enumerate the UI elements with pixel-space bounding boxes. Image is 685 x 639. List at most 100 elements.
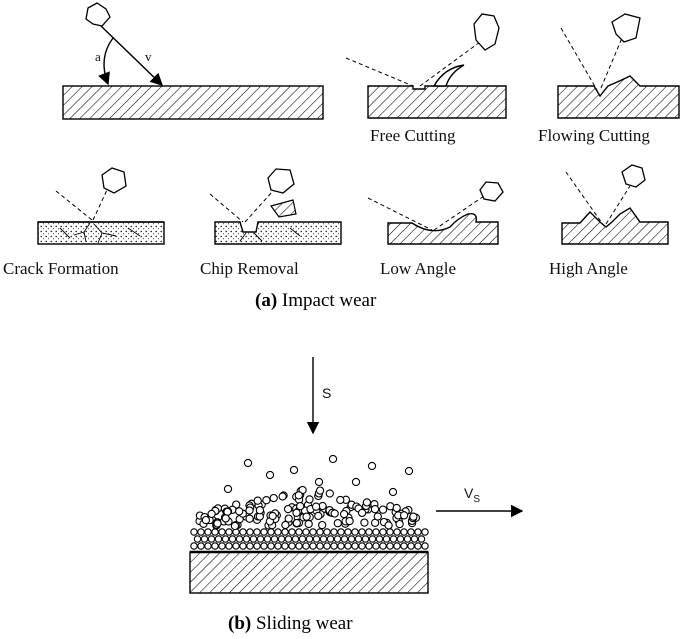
abrasive-particle [309,528,317,536]
abrasive-particle [361,535,370,543]
abrasive-particle [370,505,380,514]
abrasive-particle [260,528,268,536]
abrasive-particle [281,520,290,530]
abrasive-particle [328,454,338,464]
impact-wear-caption: (a) Impact wear [255,290,377,311]
particle-rock-icon [621,164,646,188]
impact-definition-panel: a v [62,2,324,120]
substrate-block [37,221,165,245]
substrate-block [62,85,324,120]
abrasive-particle [284,535,293,543]
panel-label-flowing-cutting: Flowing Cutting [538,126,650,145]
abrasive-particle [190,528,198,536]
substrate-block [367,85,507,119]
particle-rock-icon [473,13,500,51]
abrasive-particle [407,528,415,536]
abrasive-particle [365,542,373,550]
abrasive-particle [253,542,261,550]
incoming-trajectory [560,27,598,91]
panel-label-free-cutting: Free Cutting [370,126,456,145]
abrasive-particle [305,495,314,504]
abrasive-particle-layer [190,454,429,550]
abrasive-particle [242,535,251,543]
caption-b-title: Sliding wear [256,613,353,634]
abrasive-particle [304,519,313,529]
abrasive-particle [339,509,349,519]
abrasive-particle [384,521,393,530]
abrasive-particle [382,535,391,543]
abrasive-particle [414,528,422,536]
sliding-velocity-subscript: S [473,494,480,505]
abrasive-particle [372,528,380,536]
abrasive-particle [245,506,254,515]
abrasive-particle [295,528,303,536]
abrasive-particle [295,542,303,550]
rebound-trajectory [433,195,485,231]
caption-b-letter: (b) [228,613,251,634]
rebound-trajectory [605,185,631,225]
abrasive-particle [316,542,324,550]
abrasive-particle [323,528,331,536]
abrasive-particle [410,535,419,543]
incoming-trajectory [367,197,433,231]
abrasive-particle [351,542,359,550]
abrasive-particle [260,542,268,550]
abrasive-particle [337,542,345,550]
abrasive-particle [357,508,367,518]
substrate-block [214,221,342,245]
abrasive-particle [403,535,412,543]
abrasive-particle [367,461,377,471]
abrasive-particle [325,489,334,498]
abrasive-particle [330,542,338,550]
abrasive-particle [263,535,272,543]
flowing-cutting-panel: Flowing Cutting [538,13,680,145]
abrasive-particle [213,519,222,528]
substrate-block [387,212,499,245]
abrasive-particle [360,518,369,527]
sliding-velocity-label: VS [464,485,480,505]
substrate-block [557,75,680,119]
abrasive-particle [249,535,258,543]
abrasive-particle [399,511,409,520]
sliding-velocity-symbol: V [464,485,474,501]
abrasive-particle [347,535,356,543]
abrasive-particle [358,528,366,536]
abrasive-particle [323,542,331,550]
abrasive-particle [330,509,339,518]
abrasive-particle [223,484,233,494]
abrasive-particle [316,528,324,536]
particle-rock-icon [611,13,641,43]
abrasive-particle [267,542,275,550]
abrasive-particle [246,542,254,550]
crack-lines [239,227,301,242]
abrasive-particle [235,535,244,543]
abrasive-particle [288,542,296,550]
particle-rock-icon [85,2,111,27]
free-cutting-panel: Free Cutting [345,13,507,145]
velocity-label: v [145,49,152,64]
abrasive-particle [302,542,310,550]
abrasive-particle [281,542,289,550]
rebound-trajectory [419,41,481,87]
abrasive-particle [351,477,361,487]
abrasive-particle [292,518,301,528]
abrasive-particle [368,535,377,543]
abrasive-particle [386,528,394,536]
abrasive-particle [302,528,310,536]
abrasive-particle [218,528,226,536]
abrasive-particle [239,542,247,550]
high-angle-panel: High Angle [549,164,669,278]
abrasive-particle [319,535,328,543]
abrasive-particle [253,496,262,505]
abrasive-particle [388,487,398,497]
panel-label-chip-removal: Chip Removal [200,259,299,278]
abrasive-particle [221,514,230,523]
abrasive-particle [400,528,408,536]
abrasive-particle [235,507,244,516]
crack-formation-panel: Crack Formation [3,167,165,278]
incoming-trajectory [55,190,93,221]
abrasive-particle [333,519,342,528]
abrasive-particle [211,542,219,550]
abrasive-particle [193,535,202,543]
abrasive-particle [305,535,314,543]
